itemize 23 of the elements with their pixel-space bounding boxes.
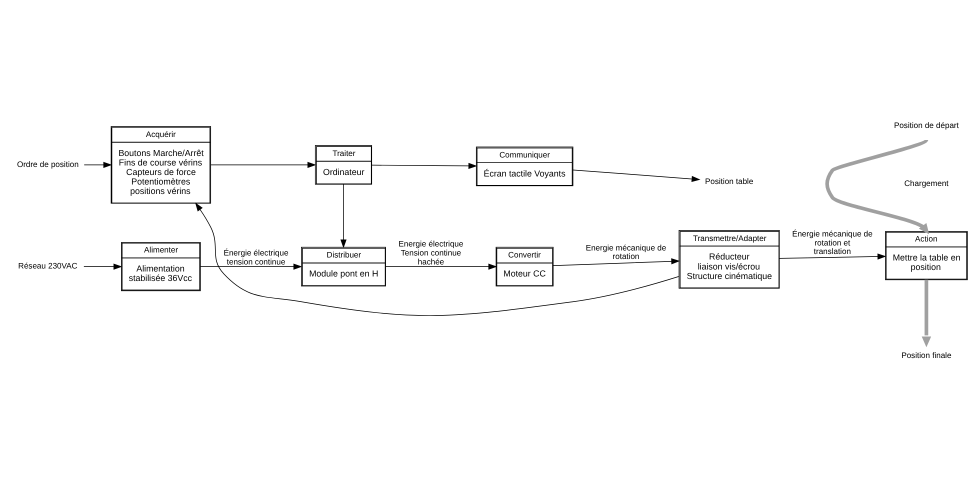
- edge-label: Énergie mécanique de rotation et translation: [792, 229, 873, 256]
- arrow: [200, 264, 302, 270]
- node-text: Ordre de position: [16, 160, 79, 169]
- arrow: [195, 202, 680, 316]
- arrow: [572, 170, 700, 182]
- node-text: Réseau 230VAC: [18, 262, 78, 271]
- arrow: [825, 138, 930, 234]
- arrow: [778, 253, 886, 260]
- node-text: Position table: [705, 176, 754, 186]
- arrow: [922, 280, 932, 348]
- label: Chargement: [904, 178, 949, 188]
- node-text: Position finale: [901, 350, 952, 360]
- arrow: [552, 258, 680, 266]
- arrow: [340, 184, 347, 248]
- arrow: [84, 162, 112, 168]
- edge-label: Energie mécanique de rotation: [586, 243, 666, 262]
- node-text: Position de départ: [894, 121, 959, 130]
- edge-label: Énergie électrique tension continue: [224, 248, 288, 266]
- arrow: [385, 264, 498, 270]
- arrow: [210, 162, 316, 168]
- arrow: [371, 162, 478, 169]
- edge-label: Energie électrique Tension continue hachée: [398, 240, 464, 266]
- arrow: [84, 264, 122, 270]
